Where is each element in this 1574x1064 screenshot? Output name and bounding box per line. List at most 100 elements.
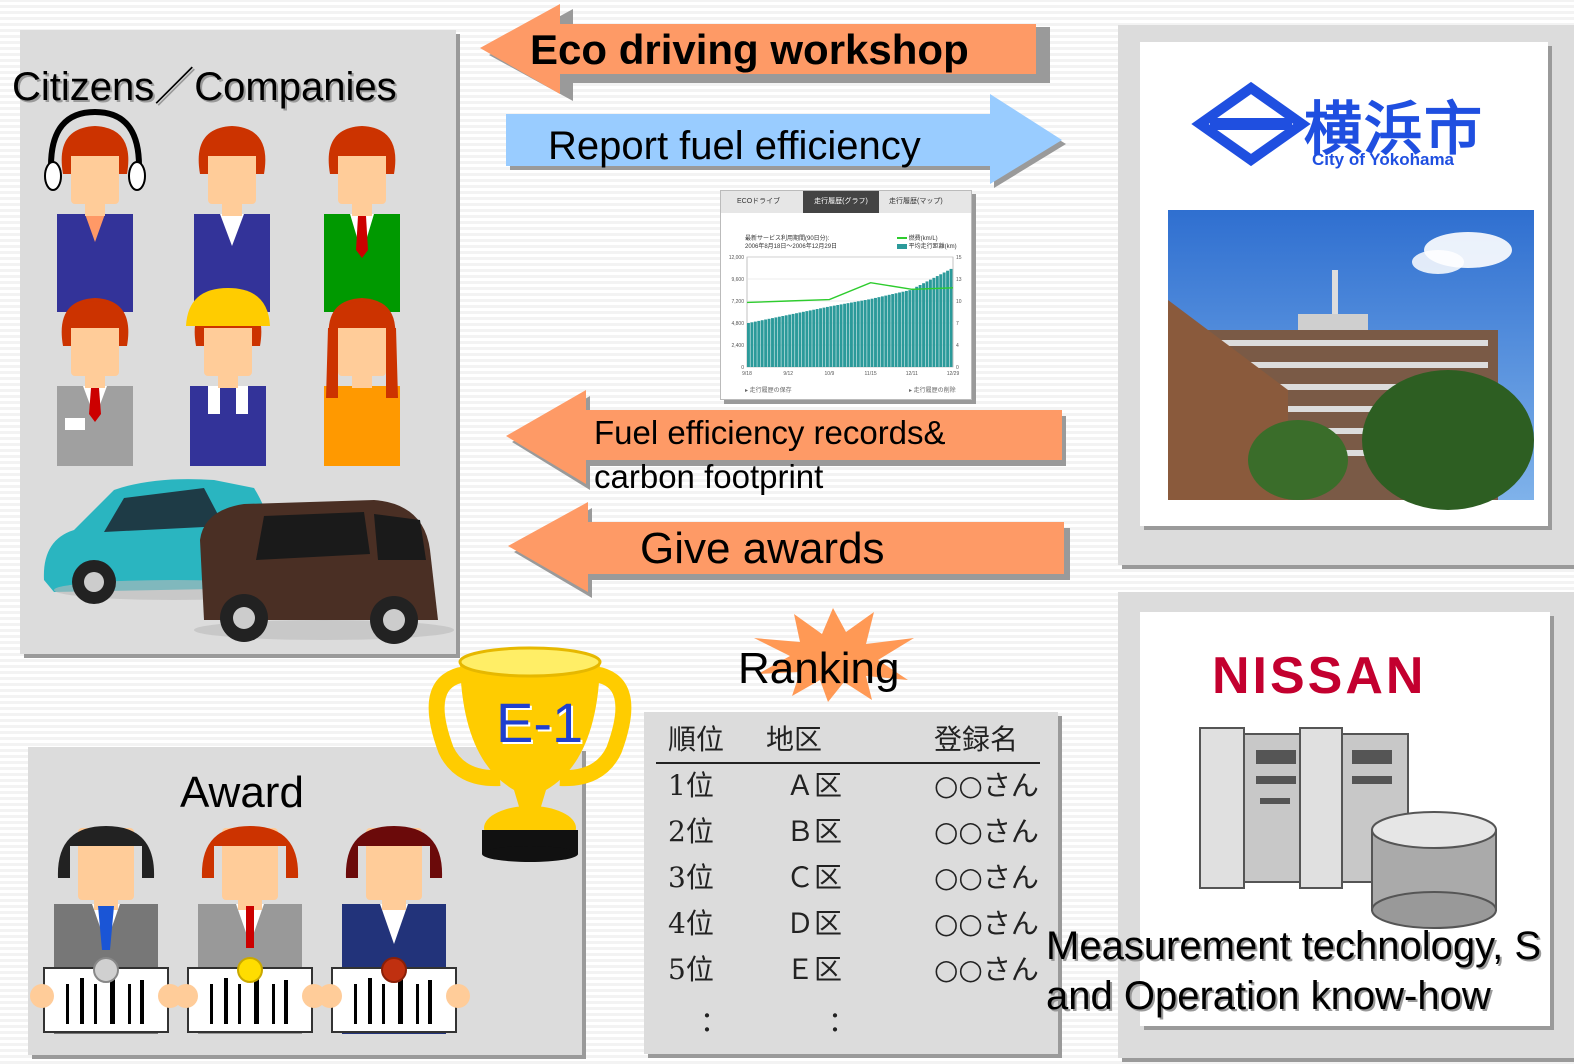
award-winners-illustration [29,826,471,1035]
chart-bar [764,319,768,367]
chart-bar [777,316,781,367]
yokohama-logo-kanji: 横浜市 [1304,97,1485,162]
chart-bar [788,314,792,367]
chart-bar [767,318,771,367]
chart-bar [760,320,764,367]
records-arrow [506,390,1066,490]
nissan-caption-line-1: Measurement technology, S [1046,924,1542,968]
report-arrow [506,94,1066,188]
citizens-title: Citizens／Companies [12,65,397,109]
chart-bar [819,308,823,367]
chart-bar [904,290,908,367]
screenshot-legend-1: 燃費(km/L) [897,233,938,242]
chart-bar [887,294,891,367]
chart-bar [877,297,881,367]
ranking-cell-rank: 2位 [668,815,714,848]
chart-bar [942,272,946,367]
screenshot-legend-2: 平均走行距離(km) [897,241,957,250]
chart-bar [843,303,847,367]
chart-x-tick: 9/12 [783,371,793,377]
report-arrow-label: Report fuel efficiency [548,124,921,168]
chart-bar [928,279,932,367]
chart-bar [750,322,754,367]
chart-bar [808,310,812,367]
awards-arrow-label: Give awards [640,524,885,573]
screenshot-tab-eco[interactable]: ECOドライブ [737,198,781,205]
ranking-header-divider [656,762,1040,764]
ranking-cell-name: ○○さん [934,861,1039,894]
trophy-label: E-1 [496,691,584,754]
ranking-cell-name: ○○さん [934,953,1039,986]
chart-x-tick: 12/29 [947,371,960,377]
ranking-cell-rank: 5位 [668,953,714,986]
ranking-burst-icon [754,608,914,702]
chart-bar [829,306,833,367]
ranking-header-name: 登録名 [934,723,1019,756]
chart-bar [836,305,840,367]
records-arrow-label-1: Fuel efficiency records& [594,414,946,451]
yokohama-logo-sub: City of Yokohama [1312,150,1455,169]
chart-bar [911,288,915,367]
ranking-cell-rank: 4位 [668,907,714,940]
chart-bar [932,277,936,367]
chart-y2-tick: 0 [956,365,959,371]
workshop-arrow-label: Eco driving workshop [530,26,969,73]
ranking-cell-area: Ｃ区 [786,861,843,894]
chart-bar [922,283,926,367]
chart-bar [894,293,898,367]
chart-bar [801,311,805,367]
award-title: Award [180,768,304,817]
chart-bar [891,294,895,367]
screenshot-tab-map[interactable]: 走行履歴(マップ) [889,198,943,205]
citizens-people-illustration [44,108,400,466]
workshop-arrow [480,4,1050,101]
screenshot-footer-right[interactable]: ▸ 走行履歴の削除 [909,388,956,394]
chart-bar [853,301,857,367]
chart-bar [874,297,877,367]
trophy-icon [428,646,632,862]
records-arrow-label-2: carbon footprint [594,458,824,495]
screenshot-footer-left[interactable]: ▸ 走行履歴の保存 [745,388,792,394]
chart-y-tick: 4,800 [731,321,744,327]
screenshot-tab-graph[interactable]: 走行履歴(グラフ) [803,191,879,213]
chart-y-tick: 12,000 [729,255,745,261]
screenshot-tabbar: ECOドライブ 走行履歴(グラフ) 走行履歴(マップ) [721,191,971,213]
chart-bar [925,281,929,367]
chart-bar [812,309,816,367]
ranking-panel [644,712,1058,1054]
ranking-title: Ranking [738,644,900,693]
chart-bar [856,301,860,367]
yokohama-logo-icon [1191,81,1311,167]
chart-bar [860,300,864,367]
ranking-ellipsis-rank: ： [700,1005,729,1038]
server-icon [1199,727,1497,929]
chart-bar [795,313,798,367]
chart-bar [805,311,809,367]
chart-bar [825,306,829,367]
chart-bar [850,302,853,367]
chart-y2-tick: 13 [956,277,962,283]
screenshot-subtitle-1: 最新サービス利用期間(90日分): [745,236,830,242]
city-hall-photo [1168,210,1534,510]
awards-arrow [508,502,1070,598]
chart-bar [774,317,778,367]
cars-illustration [43,479,454,644]
ranking-header-rank: 順位 [668,723,725,756]
ranking-cell-name: ○○さん [934,769,1039,802]
nissan-logo: NISSAN [1212,647,1427,705]
chart-bar [846,303,850,367]
chart-bar [747,323,750,367]
chart-y-tick: 9,600 [731,277,744,283]
chart-x-tick: 9/18 [742,371,752,377]
ranking-cell-rank: 1位 [668,769,714,802]
ranking-cell-rank: 3位 [668,861,714,894]
chart-y-tick: 0 [741,365,744,371]
chart-bar [839,304,843,367]
chart-bar [863,300,867,367]
ranking-cell-area: Ｂ区 [786,815,843,848]
chart-bar [915,286,919,367]
chart-bar [791,313,795,367]
chart-bar [822,307,826,367]
chart-bar [908,290,912,367]
